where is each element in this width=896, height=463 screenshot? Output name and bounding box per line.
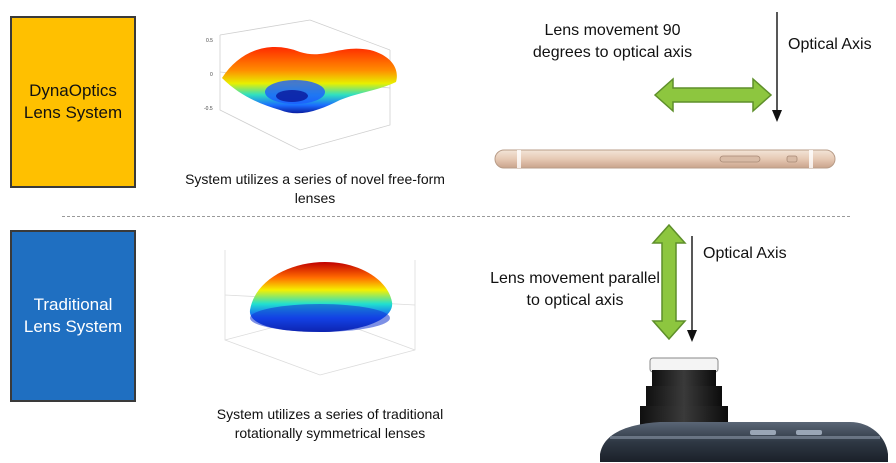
plot-tick-mid: 0 — [210, 72, 213, 78]
plot-tick-bottom: -0.5 — [204, 106, 213, 112]
rotational-surface-plot — [224, 250, 416, 376]
phone-side-icon — [494, 149, 836, 169]
traditional-caption: System utilizes a series of traditional … — [216, 406, 444, 441]
horizontal-double-arrow-icon — [653, 77, 773, 113]
traditional-box-label: Traditional Lens System — [23, 295, 123, 336]
dynaoptics-box: DynaOptics Lens System — [10, 16, 136, 188]
section-divider — [62, 216, 850, 217]
dynaoptics-box-label: DynaOptics Lens System — [23, 81, 123, 122]
optical-axis-label-top: Optical Axis — [788, 36, 872, 53]
optical-axis-arrow-top — [772, 12, 782, 122]
traditional-box: Traditional Lens System — [10, 230, 136, 402]
camera-lens-icon — [600, 357, 888, 462]
optical-axis-label-bottom: Optical Axis — [703, 245, 787, 262]
lens-movement-parallel-label: Lens movement parallel to optical axis — [490, 270, 660, 309]
freeform-surface-plot: 0.5 0 -0.5 — [204, 19, 397, 151]
vertical-double-arrow-icon — [651, 223, 687, 341]
optical-axis-arrow-bottom — [687, 236, 697, 342]
lens-movement-perpendicular-label: Lens movement 90 degrees to optical axis — [532, 22, 693, 61]
freeform-caption: System utilizes a series of novel free-f… — [185, 171, 445, 206]
plot-tick-top: 0.5 — [206, 38, 213, 44]
